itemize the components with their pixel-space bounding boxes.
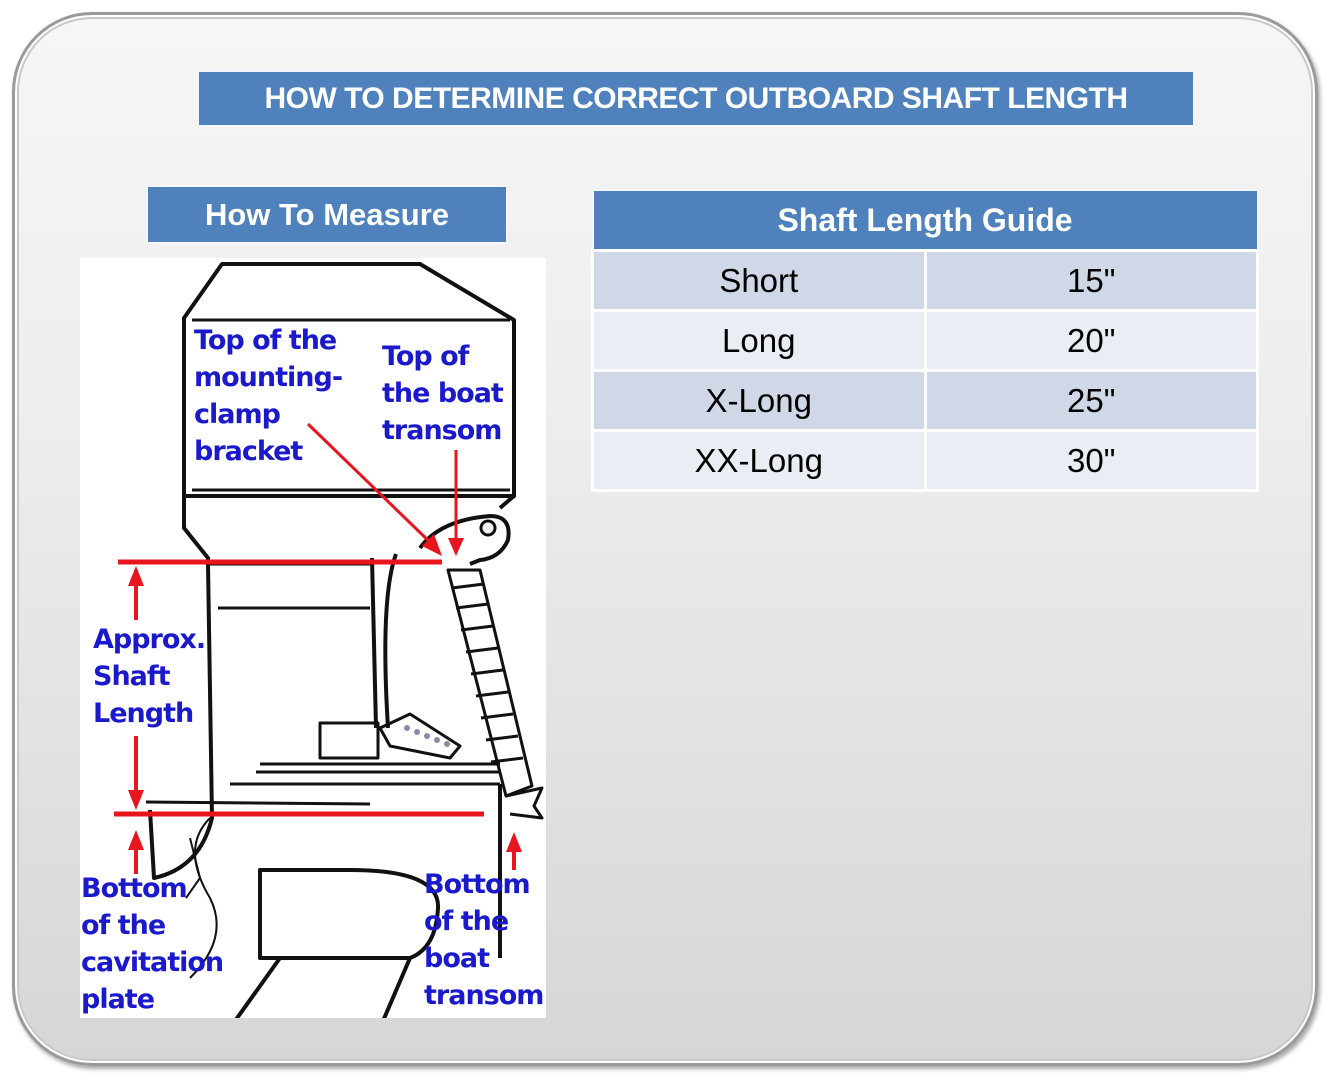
table-row: X-Long 25" — [591, 369, 1259, 432]
page-title: HOW TO DETERMINE CORRECT OUTBOARD SHAFT … — [197, 70, 1195, 127]
table-row: Long 20" — [591, 309, 1259, 372]
label-bottom-of-cavitation-plate: Bottom of the cavitation plate — [81, 870, 224, 1018]
table-row: Short 15" — [591, 249, 1259, 312]
label-line: Length — [93, 698, 194, 729]
label-line: of the — [81, 910, 166, 941]
label-line: Bottom — [424, 869, 531, 900]
outboard-motor-diagram: Top of the mounting- clamp bracket Top o… — [80, 258, 546, 1018]
label-approx-shaft-length: Approx. Shaft Length — [93, 621, 206, 732]
label-line: Top of the — [194, 325, 337, 356]
size-cell: Long — [591, 309, 927, 372]
label-line: Bottom — [81, 873, 188, 904]
label-line: of the — [424, 906, 509, 937]
label-top-of-clamp-bracket: Top of the mounting- clamp bracket — [194, 322, 343, 470]
label-line: cavitation — [81, 947, 224, 978]
outboard-motor-illustration — [114, 262, 544, 1018]
size-cell: XX-Long — [591, 429, 927, 492]
label-line: clamp — [194, 399, 281, 430]
table-row: XX-Long 30" — [591, 429, 1259, 492]
label-line: Shaft — [93, 661, 171, 692]
label-line: Approx. — [93, 624, 206, 655]
length-cell: 25" — [923, 369, 1259, 432]
label-line: the boat — [382, 378, 504, 409]
length-cell: 15" — [923, 249, 1259, 312]
label-line: plate — [81, 984, 155, 1015]
label-line: bracket — [194, 436, 303, 467]
shaft-length-guide-table: Shaft Length Guide Short 15" Long 20" X-… — [591, 189, 1259, 492]
label-line: transom — [382, 415, 502, 446]
length-cell: 20" — [923, 309, 1259, 372]
label-line: Top of — [382, 341, 469, 372]
size-cell: X-Long — [591, 369, 927, 432]
label-line: mounting- — [194, 362, 343, 393]
label-top-of-boat-transom: Top of the boat transom — [382, 338, 504, 449]
size-cell: Short — [591, 249, 927, 312]
label-line: boat — [424, 943, 490, 974]
label-line: transom — [424, 980, 544, 1011]
how-to-measure-heading: How To Measure — [146, 185, 508, 244]
label-bottom-of-boat-transom: Bottom of the boat transom — [424, 866, 544, 1014]
guide-heading: Shaft Length Guide — [591, 189, 1259, 252]
length-cell: 30" — [923, 429, 1259, 492]
